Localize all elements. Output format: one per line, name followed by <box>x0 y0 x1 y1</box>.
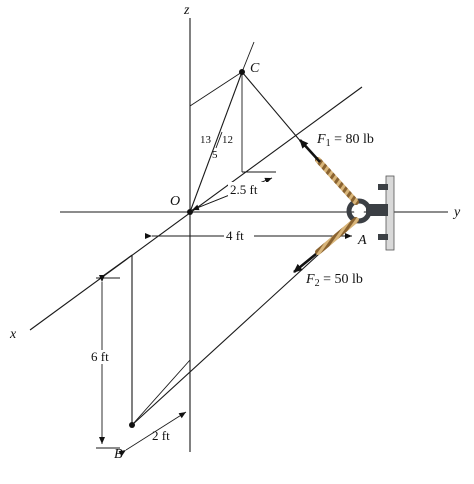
dim-6-bg <box>90 350 118 364</box>
force-f2-arrow <box>293 252 317 274</box>
point-o <box>187 209 193 215</box>
eye-ring <box>346 198 372 224</box>
rope-f2 <box>315 217 359 255</box>
label-b: B <box>114 447 123 462</box>
ref-line-b-top <box>99 254 133 279</box>
rope-f1 <box>315 157 359 205</box>
label-o: O <box>170 194 180 209</box>
bolt-top <box>378 184 388 190</box>
dim-2-5-label: 2.5 ft <box>230 182 258 197</box>
dim-4-bg <box>224 229 254 243</box>
force-f1-arrow <box>299 139 321 163</box>
y-axis-label: y <box>452 205 461 220</box>
slope-12: 12 <box>222 134 233 146</box>
dim-2-5-bg <box>228 182 268 196</box>
slope-5: 5 <box>212 149 218 161</box>
dim-4-label: 4 ft <box>226 228 244 243</box>
point-c <box>239 69 245 75</box>
c-extension <box>241 41 255 73</box>
bolt-bottom <box>378 234 388 240</box>
line-b-to-a <box>131 221 355 426</box>
x-axis-label: x <box>9 327 17 342</box>
eye-ring-hole <box>354 206 364 216</box>
force-f1-label: F1 = 80 lb <box>316 132 374 149</box>
line-o-to-c <box>189 71 243 213</box>
dim-6-label: 6 ft <box>91 349 109 364</box>
slope-divider <box>215 131 223 149</box>
bracket-stem <box>366 204 388 216</box>
dim-2-label: 2 ft <box>152 428 170 443</box>
label-a: A <box>357 233 367 248</box>
force-f2-label: F2 = 50 lb <box>305 272 363 289</box>
c-projection-top <box>189 71 243 107</box>
dim-2-line <box>118 411 187 457</box>
slope-13: 13 <box>200 134 212 146</box>
label-c: C <box>250 61 260 76</box>
line-c-to-a <box>241 71 303 144</box>
point-b <box>129 422 135 428</box>
z-axis-label: z <box>183 3 190 18</box>
